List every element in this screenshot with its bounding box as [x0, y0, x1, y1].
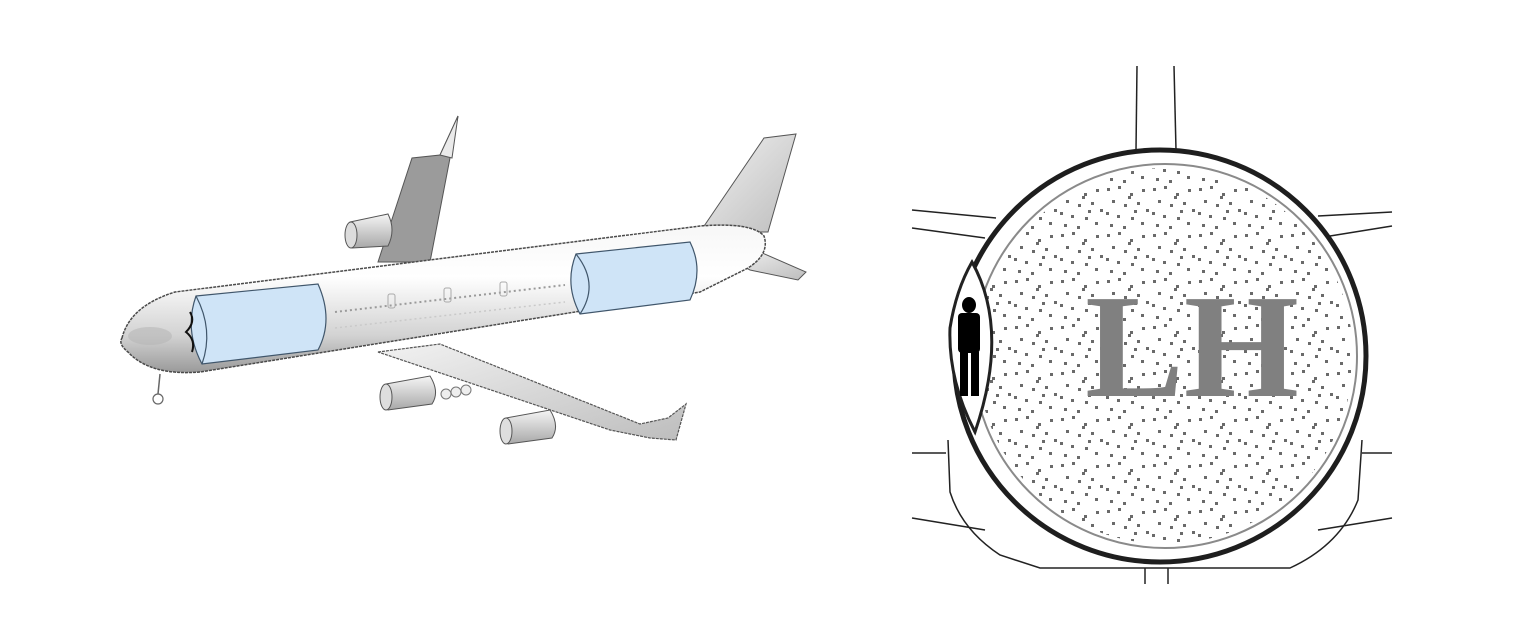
- forward-hydrogen-tank: [184, 283, 327, 365]
- top-struts: [1135, 65, 1177, 151]
- near-wing: [377, 343, 688, 441]
- hydrogen-tank-section: [972, 163, 1358, 549]
- cross-section-svg: LH: [911, 65, 1393, 584]
- lh-label: LH: [1085, 265, 1299, 429]
- far-wing: [377, 115, 459, 263]
- nose-gear: [152, 373, 164, 405]
- near-engine-inboard: [379, 375, 472, 411]
- lower-fairing: [947, 439, 1363, 584]
- aircraft-illustration: [120, 115, 807, 445]
- vertical-tail: [699, 133, 797, 233]
- aft-hydrogen-tank: [570, 241, 698, 315]
- human-silhouette-icon: [958, 297, 980, 396]
- cross-section-illustration: LH: [880, 0, 1536, 621]
- near-engine-outboard: [499, 409, 556, 445]
- crew-passage: [948, 258, 994, 436]
- wing-lines: [911, 209, 1393, 531]
- far-engine: [344, 213, 393, 249]
- aircraft-svg: [120, 115, 807, 445]
